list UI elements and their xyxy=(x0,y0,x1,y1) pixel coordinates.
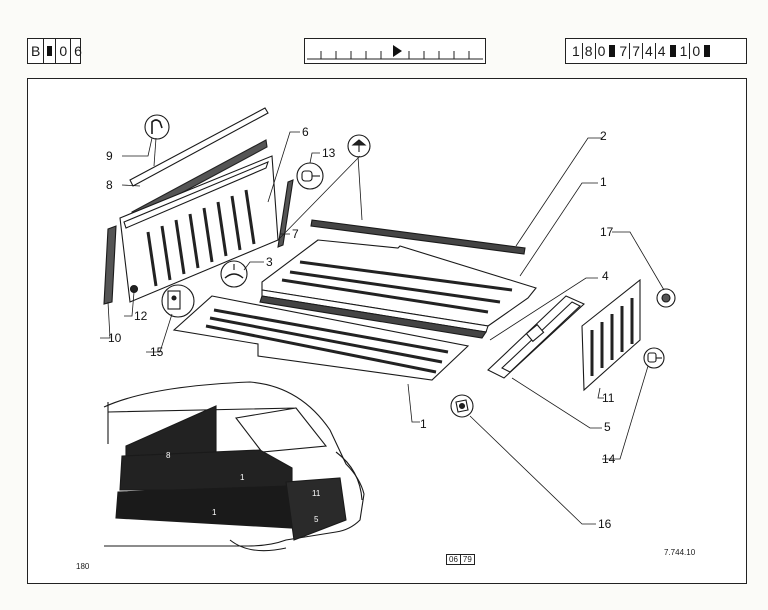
callout-17: 17 xyxy=(600,225,614,239)
part-number-digit: 4 xyxy=(643,43,656,59)
callout-1-lower: 1 xyxy=(420,417,427,431)
section-code-box: B 0 6 xyxy=(27,38,82,64)
part-number-digit: 8 xyxy=(583,43,596,59)
car-label-11: 11 xyxy=(312,489,321,498)
callout-1-upper: 1 xyxy=(600,175,607,189)
car-label-5: 5 xyxy=(314,515,319,524)
part-13-screw-icon xyxy=(296,162,324,190)
part-number-digit: 4 xyxy=(657,43,666,59)
callout-4: 4 xyxy=(602,269,609,283)
date-code-month: 06 xyxy=(447,555,461,564)
part-12-grommet-icon xyxy=(129,284,139,294)
callout-5: 5 xyxy=(604,420,611,434)
callout-labels: 2 1 1 3 4 5 6 7 8 9 10 11 12 13 14 15 16… xyxy=(106,125,616,531)
part-1-upper-floor xyxy=(261,239,537,333)
part-number-separator xyxy=(609,45,616,57)
section-code-char xyxy=(44,39,57,63)
part-number-digit: 0 xyxy=(597,43,606,59)
part-7-strip xyxy=(277,179,294,248)
callout-13: 13 xyxy=(322,146,336,160)
section-code-char: 0 xyxy=(56,39,72,63)
index-pointer-icon xyxy=(393,45,402,57)
callout-11: 11 xyxy=(602,391,615,405)
part-14-screw-icon xyxy=(643,347,665,369)
car-label-1-upper: 1 xyxy=(240,473,245,482)
reference-code: 7.744.10 xyxy=(664,548,696,557)
car-label-1-lower: 1 xyxy=(212,508,217,517)
part-17-nut-icon xyxy=(656,288,676,308)
part-15-bracket-icon xyxy=(161,284,195,318)
part-top-clip-icon xyxy=(347,134,371,158)
index-gauge-box xyxy=(304,38,486,64)
callout-2: 2 xyxy=(600,129,607,143)
leader-lines xyxy=(100,131,665,525)
page-number: 180 xyxy=(76,562,90,571)
part-number-digit: 0 xyxy=(692,43,701,59)
section-code-char: B xyxy=(28,39,45,63)
part-2-lower-seal xyxy=(259,295,487,339)
part-number-digit: 7 xyxy=(617,43,631,59)
callout-15: 15 xyxy=(150,345,164,359)
date-code-box: 06 79 xyxy=(446,554,475,565)
date-code-year: 79 xyxy=(462,555,472,564)
part-11-panel xyxy=(581,278,641,392)
callout-3: 3 xyxy=(266,255,273,269)
part-4-rail xyxy=(487,295,585,379)
car-part-labels: 8 1 1 11 5 xyxy=(166,451,321,524)
part-16-clip-icon xyxy=(450,394,474,418)
callout-14: 14 xyxy=(602,452,616,466)
part-9-strip xyxy=(129,107,269,187)
callout-10: 10 xyxy=(108,331,122,345)
part-number-digit: 1 xyxy=(570,43,583,59)
part-1-lower-floor xyxy=(172,295,470,381)
callout-9: 9 xyxy=(106,149,113,163)
callout-6: 6 xyxy=(302,125,309,139)
index-gauge xyxy=(307,45,483,60)
part-number-box: 1 8 0 7 7 4 4 1 0 xyxy=(565,38,747,64)
callout-16: 16 xyxy=(598,517,612,531)
part-number-digit: 1 xyxy=(678,43,691,59)
callout-12: 12 xyxy=(134,309,148,323)
part-2-seal xyxy=(310,219,526,255)
part-10-seal xyxy=(103,225,117,305)
car-label-8: 8 xyxy=(166,451,171,460)
part-number-digit: 7 xyxy=(630,43,643,59)
callout-8: 8 xyxy=(106,178,113,192)
car-cutaway-view xyxy=(103,381,365,552)
part-number-separator xyxy=(704,45,711,57)
part-6-side-panel xyxy=(119,155,279,303)
part-number-separator xyxy=(669,45,676,57)
part-9-clip-icon xyxy=(144,114,170,140)
part-3-clip-icon xyxy=(220,260,248,288)
callout-7: 7 xyxy=(292,227,299,241)
section-code-char: 6 xyxy=(74,43,82,59)
